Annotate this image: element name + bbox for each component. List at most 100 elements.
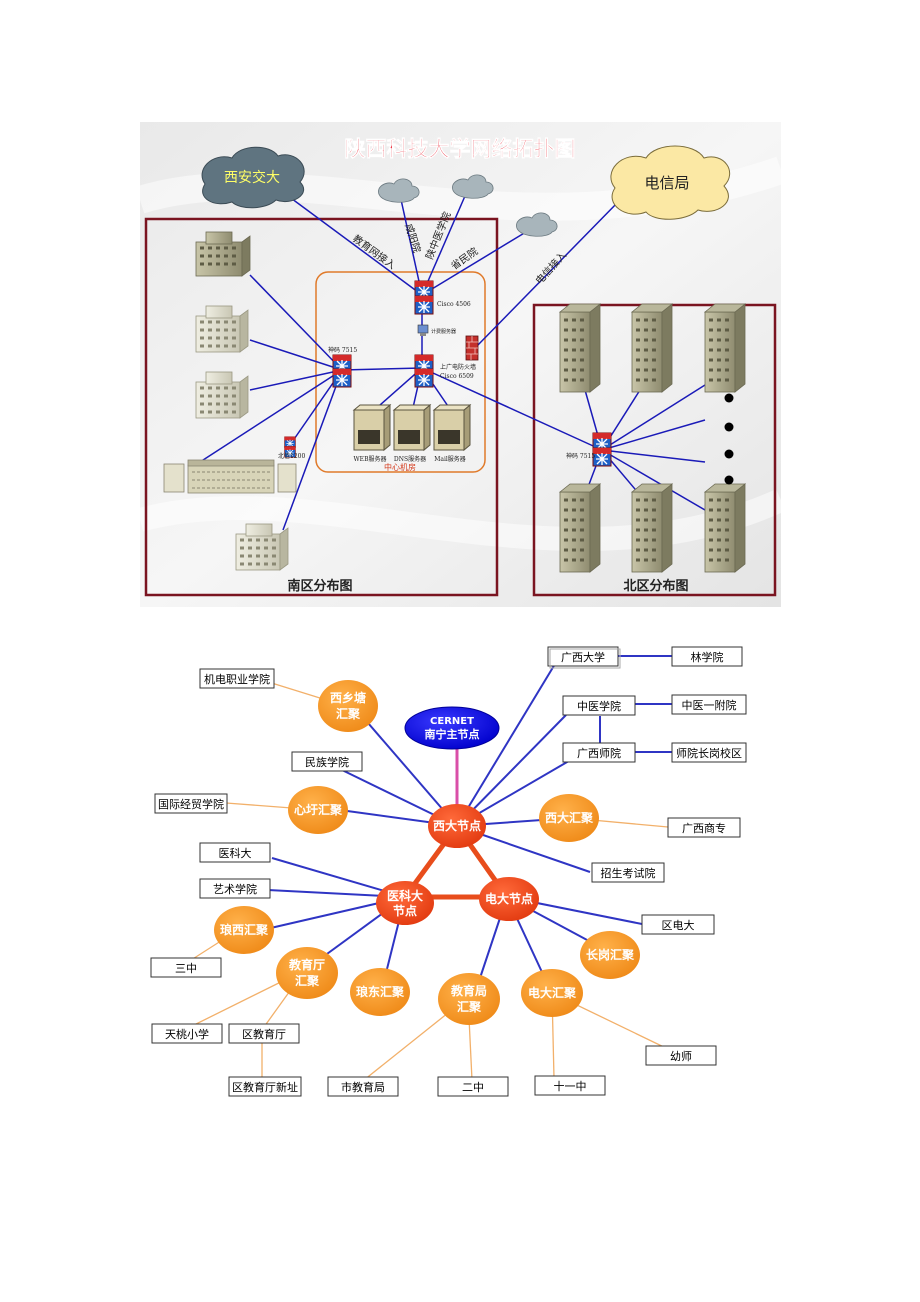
cloud-label-dxj: 电信局	[644, 174, 689, 192]
topology-diagram: 陕西科技大学网络拓扑图	[135, 122, 786, 607]
box-label-sanzhong: 三中	[175, 962, 197, 975]
device-label-7515-north: 神码 7515	[566, 452, 595, 460]
switch-icon-7515-south-b	[332, 368, 352, 388]
cernet-label-2: 南宁主节点	[425, 727, 480, 741]
agg-circle-xixiang	[318, 680, 378, 732]
box-label-qjyt: 区教育厅	[242, 1027, 286, 1041]
box-lxy: 林学院	[671, 646, 743, 667]
box-gjjm: 国际经贸学院	[154, 793, 228, 814]
web-server-icon	[353, 404, 391, 451]
device-label-cisco4506: Cisco 4506	[437, 301, 471, 308]
agg-label-langxi: 琅西汇聚	[220, 922, 269, 937]
box-zsks: 招生考试院	[591, 862, 665, 883]
box-qdd: 区电大	[641, 914, 715, 935]
hub-label-yike-1: 医科大	[387, 888, 423, 903]
box-tthxx: 天桃小学	[151, 1023, 223, 1044]
agg-circle-changgang	[580, 931, 640, 979]
box-label-mzxy: 民族学院	[305, 755, 349, 769]
box-label-gxdx: 广西大学	[561, 650, 605, 664]
center-room-frame	[315, 271, 486, 473]
box-label-gxsy: 广西师院	[577, 746, 621, 760]
agg-label-dianda: 电大汇聚	[528, 985, 577, 1000]
device-label-cisco6509: Cisco 6509	[440, 373, 474, 380]
box-syzg: 师院长岗校区	[671, 742, 747, 763]
building-icon-s4-library	[163, 459, 297, 494]
north-buildings	[558, 302, 747, 574]
device-label-firewall: 上广电防火墙	[440, 363, 476, 371]
south-region-label: 南区分布图	[287, 578, 352, 594]
agg-circle-xinxu	[288, 786, 348, 834]
box-mzxy: 民族学院	[291, 751, 363, 772]
topology-title: 陕西科技大学网络拓扑图	[345, 137, 576, 161]
box-erzhong: 二中	[437, 1076, 509, 1097]
agg-circle-jiaoyuju	[438, 973, 500, 1025]
box-label-lxy: 林学院	[691, 650, 724, 664]
box-label-erzhong: 二中	[462, 1081, 484, 1094]
ellipsis-dot-3	[724, 449, 734, 459]
hub-label-xida: 西大节点	[433, 818, 481, 833]
aggregate-nodes	[214, 680, 640, 1025]
agg-label-jiaoyuting-1: 教育厅	[288, 957, 325, 972]
tower-icon-n1	[558, 302, 602, 394]
box-label-sjyj: 市教育局	[341, 1080, 385, 1094]
box-label-shiyizhong: 十一中	[554, 1079, 587, 1093]
box-youshi: 幼师	[645, 1045, 717, 1066]
box-sjyj: 市教育局	[327, 1076, 399, 1097]
box-label-ysxy: 艺术学院	[213, 882, 257, 896]
agg-label-jiaoyuju-1: 教育局	[450, 983, 487, 998]
ellipsis-dot-1	[724, 393, 734, 403]
box-sanzhong: 三中	[150, 957, 222, 978]
ellipsis-dot-4	[724, 475, 734, 485]
hub-label-dianda: 电大节点	[485, 891, 533, 906]
tower-icon-n2	[630, 302, 674, 394]
cloud-label-xajd: 西安交大	[224, 169, 280, 186]
topology-links	[199, 189, 706, 531]
cloud-xianyang-icon	[378, 178, 420, 203]
device-label-s1200: 北信1200	[278, 452, 305, 460]
cernet-node: CERNET 南宁主节点	[404, 706, 500, 750]
tower-icon-n6	[703, 482, 747, 574]
agg-label-langdong: 琅东汇聚	[356, 984, 405, 999]
hub-yike: 医科大 节点	[376, 881, 434, 925]
device-label-billing: 计费服务器	[431, 328, 456, 335]
agg-label-changgang: 长岗汇聚	[586, 947, 635, 962]
box-shiyizhong: 十一中	[534, 1075, 606, 1096]
aggregate-labels: 西乡塘 汇聚 心圩汇聚 西大汇聚 琅西汇聚 教育厅 汇聚 琅东汇聚 教育局 汇聚…	[220, 690, 635, 1014]
north-region-label: 北区分布图	[623, 578, 688, 594]
center-room-label: 中心机房	[384, 462, 416, 472]
box-label-qdd: 区电大	[662, 918, 695, 932]
box-label-qjytxz: 区教育厅新址	[232, 1080, 298, 1094]
agg-label-xixiang-1: 西乡塘	[330, 690, 366, 705]
cloud-zhongyi-icon	[452, 174, 494, 199]
cloud-xian-jiaotong: 西安交大	[201, 146, 305, 209]
agg-label-xida: 西大汇聚	[545, 810, 594, 825]
box-gxsy: 广西师院	[562, 742, 636, 763]
box-zyyfy: 中医一附院	[671, 694, 747, 715]
mindmap-boxes: 广西大学 林学院 中医学院 中医一附院 广西师院 师院长岗校区 机电职业学院 民…	[150, 646, 747, 1097]
box-label-zsks: 招生考试院	[601, 866, 656, 880]
box-ykd: 医科大	[199, 842, 271, 863]
small-clouds	[378, 174, 558, 237]
agg-circle-langdong	[350, 968, 410, 1016]
box-label-gjjm: 国际经贸学院	[158, 797, 224, 811]
hub-dianda: 电大节点	[479, 877, 539, 921]
server-label-dns: DNS服务器	[394, 455, 426, 463]
agg-circle-xida	[539, 794, 599, 842]
core-triangle	[400, 821, 512, 900]
box-label-gxsz: 广西商专	[682, 821, 726, 835]
box-qjyt: 区教育厅	[228, 1023, 300, 1044]
agg-label-jiaoyuju-2: 汇聚	[457, 1000, 482, 1014]
cloud-telecom: 电信局	[610, 145, 730, 220]
box-label-youshi: 幼师	[670, 1050, 692, 1063]
box-label-syzg: 师院长岗校区	[676, 746, 742, 760]
box-label-jdzy: 机电职业学院	[204, 672, 270, 686]
cloud-sheming-icon	[516, 212, 558, 237]
box-label-zyyfy: 中医一附院	[682, 698, 737, 712]
mail-server-icon	[433, 404, 471, 451]
box-gxdx: 广西大学	[547, 646, 621, 669]
box-qjytxz: 区教育厅新址	[228, 1076, 302, 1097]
switch-icon-cisco6509-b	[414, 368, 434, 388]
cernet-label-1: CERNET	[430, 716, 474, 727]
tower-icon-n3	[703, 302, 747, 394]
